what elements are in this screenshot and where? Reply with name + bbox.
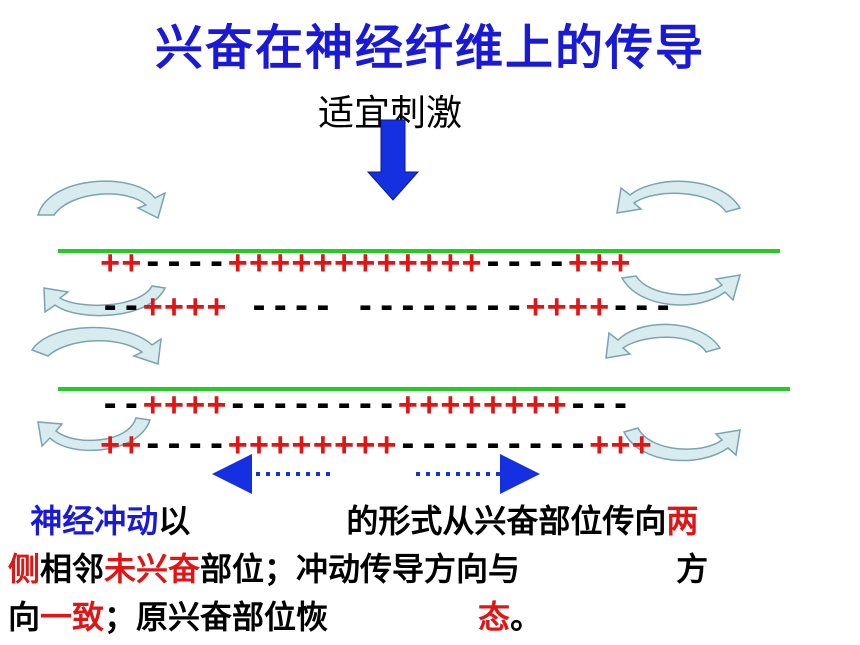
explanation-text: 神经冲动以的形式从兴奋部位传向两 侧相邻未兴奋部位；冲动传导方向与方 向一致；原… [8, 497, 854, 641]
text-line-3: 向一致；原兴奋部位恢态。 [8, 598, 543, 636]
local-current-arrow [620, 274, 742, 306]
text-line-2: 侧相邻未兴奋部位；冲动传导方向与方 [8, 550, 709, 588]
page-title: 兴奋在神经纤维上的传导 [154, 20, 705, 76]
fiber2-top-charges: --++++--------++++++++--- [100, 385, 633, 423]
fiber2-bottom-charges: ++----++++++++---------+++ [100, 425, 654, 463]
fiber1-top-charges: ++----++++++++++++----+++ [100, 243, 633, 281]
local-current-arrow [36, 180, 167, 220]
local-current-arrow [622, 427, 741, 462]
fiber1-bottom-charges: --++++ ---- --------++++--- [100, 287, 675, 325]
local-current-arrow [605, 323, 722, 359]
local-current-arrow [43, 285, 167, 317]
local-current-arrow [616, 180, 742, 214]
stimulus-arrow [366, 119, 420, 201]
text-line-1: 神经冲动以的形式从兴奋部位传向两 [30, 502, 699, 540]
local-current-arrow [30, 326, 162, 366]
local-current-arrow [37, 417, 152, 452]
